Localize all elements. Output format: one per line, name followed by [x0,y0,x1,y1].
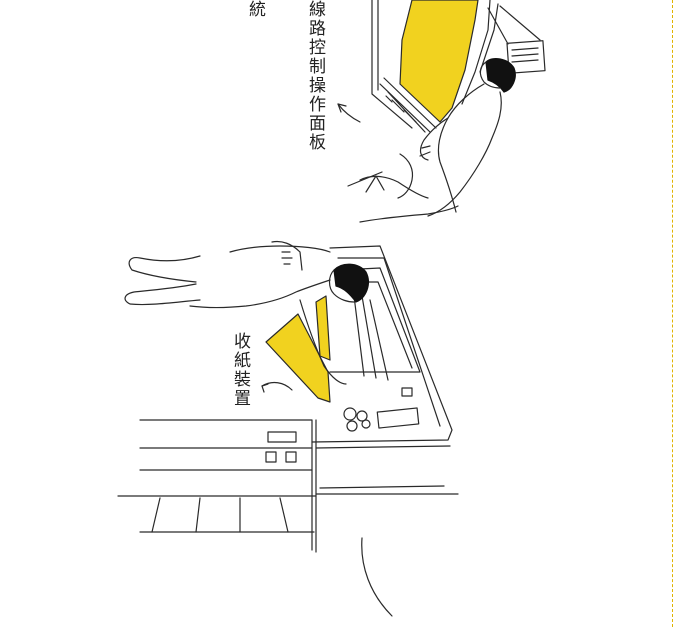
operator-hair-2 [333,263,369,303]
operator-hair [485,58,516,93]
page-edge-divider [672,0,673,627]
yellow-sheet [265,313,331,403]
paper-feed-label: 收紙裝置 [230,332,250,408]
cut-text-fragment: 統 [245,0,265,19]
yellow-panel [399,0,479,123]
paper-feed-scene [117,240,459,617]
control-panel-scene [337,0,546,223]
control-panel-label: 線路控制操作面板 [305,0,325,152]
